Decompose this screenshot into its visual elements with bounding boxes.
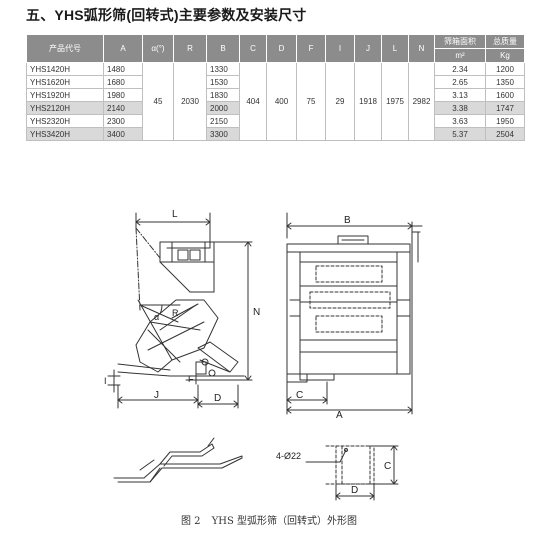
hopper-detail [113, 437, 243, 483]
figure-caption: 图 2 YHS 型弧形筛（回转式）外形图 [0, 512, 538, 527]
cell-alpha: 45 [142, 62, 174, 141]
dim-label-c-detail: C [384, 461, 391, 472]
dim-label-i: I [104, 376, 107, 386]
table-header-row: 产品代号 A α(°) R B C D F I J L N 筛箱面积 总质量 [26, 34, 525, 63]
dim-label-d: D [214, 393, 221, 404]
table-header-unit-row: m² Kg [27, 48, 525, 63]
cell-r: 2030 [173, 62, 207, 141]
header-c: C [239, 34, 267, 63]
cell-i: 29 [325, 62, 355, 141]
cell-area: 5.37 [434, 127, 486, 141]
header-n: N [408, 34, 435, 63]
cell-weight: 2504 [485, 127, 525, 141]
dim-label-c: C [296, 390, 303, 401]
header-weight-unit: Kg [485, 48, 525, 63]
side-view [107, 212, 253, 409]
header-b: B [206, 34, 240, 63]
foundation-detail [305, 445, 399, 501]
header-f: F [296, 34, 326, 63]
table-row: YHS1420H 1480 45 2030 1330 404 400 75 29… [26, 62, 525, 141]
header-l: L [381, 34, 409, 63]
dim-label-j: J [154, 390, 159, 401]
front-view [286, 212, 423, 415]
header-weight: 总质量 [485, 34, 525, 49]
figure-number: 图 2 [180, 516, 201, 527]
header-a: A [103, 34, 143, 63]
cell-a: 3400 [103, 127, 143, 141]
header-alpha: α(°) [142, 34, 174, 63]
cell-model: YHS2120H [26, 101, 104, 115]
figure-caption-text: YHS 型弧形筛（回转式）外形图 [211, 516, 358, 527]
cell-a: 2300 [103, 114, 143, 128]
dim-label-f: F [188, 374, 194, 384]
cell-j: 1918 [354, 62, 382, 141]
cell-model: YHS3420H [26, 127, 104, 141]
header-r: R [173, 34, 207, 63]
dim-label-alpha: α [154, 312, 159, 322]
cell-f: 75 [296, 62, 326, 141]
header-i: I [325, 34, 355, 63]
dim-label-b: B [344, 215, 351, 226]
dim-label-r: R [172, 308, 179, 318]
table-row: YHS3420H 3400 3300 5.37 2504 [26, 127, 525, 141]
cell-c: 404 [239, 62, 267, 141]
parameter-table: 产品代号 A α(°) R B C D F I J L N 筛箱面积 总质量 m… [26, 34, 525, 141]
hole-label: 4-Ø22 [276, 451, 301, 461]
dim-label-l: L [172, 209, 178, 220]
header-d: D [266, 34, 297, 63]
cell-b: 3300 [206, 127, 240, 141]
table-row: YHS2320H 2300 2150 3.63 1950 [26, 114, 525, 128]
cell-d: 400 [266, 62, 297, 141]
section-title: 五、YHS弧形筛(回转式)主要参数及安装尺寸 [26, 7, 307, 23]
dim-label-d-detail: D [351, 485, 358, 496]
cell-l: 1975 [381, 62, 409, 141]
dim-label-n: N [253, 307, 260, 318]
dim-label-a: A [336, 410, 343, 421]
